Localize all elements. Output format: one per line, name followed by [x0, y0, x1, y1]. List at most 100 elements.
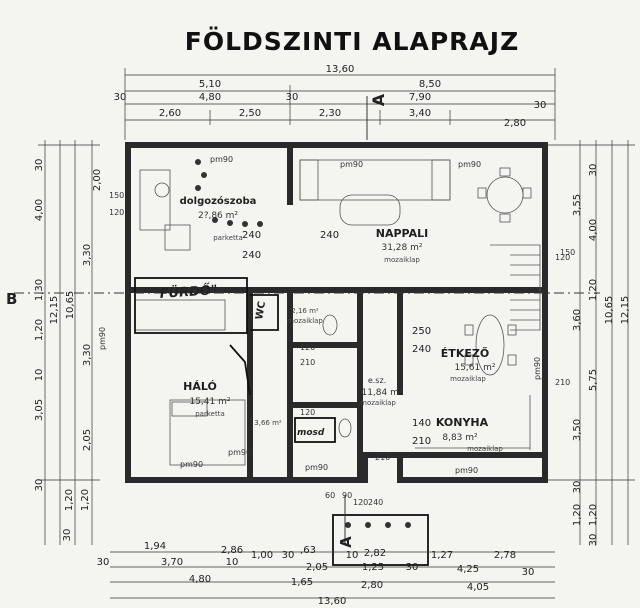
label-wall-labels-11: 140 — [412, 418, 431, 429]
label-wall-labels-23: pm90 — [305, 463, 328, 472]
dining-name: ÉTKEZŐ — [441, 346, 489, 360]
bedroom-name: HÁLÓ — [183, 380, 217, 393]
label-bottom-dims-row2-7: 30 — [522, 567, 535, 578]
label-wall-labels-26: pm90 — [533, 357, 542, 380]
label-bottom-dims-row1-4: ,63 — [300, 545, 316, 556]
label-section-marks-b-left: B — [6, 290, 17, 308]
label-wall-labels-25: pm90 — [98, 327, 107, 350]
label-left-dims-11: 1,20 — [64, 489, 75, 511]
dim-top-r2-3: 7,90 — [409, 92, 431, 103]
bedroom-floor: parketta — [195, 410, 225, 418]
room-wc: 2,16 m² mozaiklap — [287, 307, 323, 325]
label-bottom-dims-row1-3: 30 — [282, 550, 295, 561]
label-wall-labels-19: pm90 — [210, 155, 233, 164]
label-bottom-dims-row2-0: 30 — [97, 557, 110, 568]
label-bottom-dims-row2-5: 30 — [406, 562, 419, 573]
label-wall-labels-8: 210 — [300, 358, 315, 367]
label-wall-labels-16: 60 — [325, 491, 335, 500]
label-bottom-dims-total: 13,60 — [318, 596, 347, 607]
dim-top-r3-4: 2,80 — [504, 118, 526, 129]
label-wall-labels-15: 90 — [342, 491, 352, 500]
study-area: 2?,86 m² — [198, 211, 238, 221]
label-wall-labels-3: 240 — [242, 250, 261, 261]
room-dining: ÉTKEZŐ 15,61 m² mozaiklap — [441, 346, 496, 383]
label-wall-labels-14: 210 — [555, 378, 570, 387]
wc-floor: mozaiklap — [287, 317, 323, 325]
room-kitchen: KONYHA 8,83 m² mozaiklap — [436, 416, 504, 453]
label-left-dims-12: 1,20 — [80, 489, 91, 511]
label-left-dims-10: 2,05 — [82, 429, 93, 451]
living-name: NAPPALI — [376, 227, 428, 240]
bedroom-area: 15,41 m² — [189, 397, 230, 407]
label-bottom-dims-row2-1: 3,70 — [161, 557, 183, 568]
label-wall-labels-17: 240 — [368, 498, 383, 507]
room-hall: e.sz. 11,84 m² mozaiklap — [360, 376, 403, 407]
label-left-dims-2: 4,00 — [34, 199, 45, 221]
study-name: dolgozószoba — [180, 195, 257, 207]
label-wall-labels-22: pm90 — [180, 460, 203, 469]
furniture — [134, 159, 541, 466]
room-living: NAPPALI 31,28 m² mozaiklap — [376, 227, 428, 264]
dim-top-r2-1: 4,80 — [199, 92, 221, 103]
label-right-dims-7: 12,15 — [620, 296, 631, 325]
dining-floor: mozaiklap — [450, 375, 486, 383]
label-left-dims-14: 30 — [62, 529, 73, 542]
label-bottom-dims-row1-6: 2,82 — [364, 548, 386, 559]
label-bottom-dims-row2-6: 4,25 — [457, 564, 479, 575]
dim-top-r3-1: 2,50 — [239, 108, 261, 119]
label-right-dims-13: 30 — [588, 534, 599, 547]
label-right-dims-8: 5,75 — [588, 369, 599, 391]
label-wall-labels-1: 120 — [109, 208, 124, 217]
label-right-dims-4: 150 — [560, 248, 575, 257]
label-bottom-dims-row3-1: 1,65 — [291, 577, 313, 588]
label-wall-labels-20: pm90 — [340, 160, 363, 169]
dining-area: 15,61 m² — [454, 363, 495, 373]
label-bottom-dims-row1-1: 2,86 — [221, 545, 243, 556]
label-left-dims-4: 10,65 — [65, 291, 76, 320]
dim-top-r2-4: 30 — [534, 100, 547, 111]
label-left-dims-6: 1,30 — [34, 279, 45, 301]
bottom-dimensions: 1,94 2,86 1,00 30 ,63 10 2,82 1,27 2,78 … — [97, 541, 555, 607]
label-wall-labels-5: 250 — [412, 326, 431, 337]
hall-floor: mozaiklap — [360, 399, 396, 407]
opening-labels: 150 120 240 240 240 250 240 120 210 120 … — [98, 155, 570, 507]
label-bottom-dims-row1-8: 2,78 — [494, 550, 516, 561]
dim-top-r1-1: 8,50 — [419, 79, 441, 90]
label-wall-labels-10: 210 — [375, 453, 390, 462]
living-floor: mozaiklap — [384, 256, 420, 264]
label-bottom-dims-row1-5: 10 — [346, 550, 359, 561]
dim-top-r3-0: 2,60 — [159, 108, 181, 119]
study-floor: parketta — [213, 234, 243, 242]
label-bottom-dims-row1-0: 1,94 — [144, 541, 166, 552]
right-dimensions: 30 3,55 4,00 1,20 150 3,60 10,65 12,15 5… — [548, 140, 635, 546]
label-right-dims-5: 3,60 — [572, 309, 583, 331]
label-right-dims-2: 4,00 — [588, 219, 599, 241]
left-dimensions: 30 2,00 4,00 3,30 10,65 12,15 1,30 1,20 … — [34, 140, 103, 545]
label-bottom-dims-row2-2: 10 — [226, 557, 239, 568]
label-bottom-dims-row3-2: 2,80 — [361, 580, 383, 591]
hall-name: e.sz. — [368, 376, 386, 385]
label-wall-labels-13: 120 — [555, 253, 570, 262]
label-bottom-dims-row1-7: 1,27 — [431, 550, 453, 561]
label-wall-labels-12: 210 — [412, 436, 431, 447]
label-wall-labels-27: pm90 — [228, 448, 251, 457]
wc-area: 2,16 m² — [291, 307, 319, 315]
label-wall-labels-2: 240 — [242, 230, 261, 241]
section-mark-a-bottom: A — [337, 495, 355, 548]
label-right-dims-12: 1,20 — [588, 504, 599, 526]
dim-top-r2-2: 30 — [286, 92, 299, 103]
small-room-area: 3,66 m² — [254, 419, 282, 427]
label-section-marks-a-bottom: A — [337, 536, 355, 548]
label-bottom-dims-row2-3: 2,05 — [306, 562, 328, 573]
label-wall-labels-24: pm90 — [455, 466, 478, 475]
label-wall-labels-21: pm90 — [458, 160, 481, 169]
handwritten-annotations — [134, 159, 429, 566]
handwritten-wc-label: WC — [254, 301, 268, 321]
label-wall-labels-18: 120 — [353, 498, 368, 507]
living-area: 31,28 m² — [381, 243, 422, 253]
label-right-dims-6: 10,65 — [604, 296, 615, 325]
dim-top-r1-0: 5,10 — [199, 79, 221, 90]
dim-top-r3-3: 3,40 — [409, 108, 431, 119]
room-study: dolgozószoba 2?,86 m² parketta — [180, 195, 257, 242]
label-right-dims-0: 30 — [588, 164, 599, 177]
